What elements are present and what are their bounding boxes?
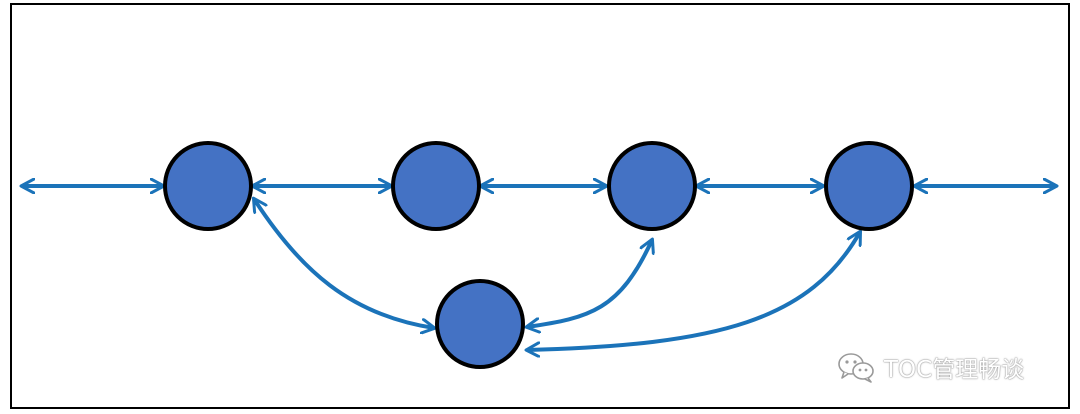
edge-node-1-to-node-5 — [254, 199, 434, 328]
wechat-icon — [838, 353, 874, 383]
node-5 — [435, 279, 525, 369]
node-3 — [607, 141, 697, 231]
diagram-border — [10, 3, 1070, 409]
edge-node-5-to-node-4 — [527, 232, 860, 350]
node-4 — [824, 141, 914, 231]
edge-node-5-to-node-3 — [527, 240, 652, 327]
watermark-text: TOC管理畅谈 — [884, 357, 1025, 383]
watermark: TOC管理畅谈 — [836, 350, 1024, 384]
node-2 — [391, 141, 481, 231]
node-1 — [163, 141, 253, 231]
